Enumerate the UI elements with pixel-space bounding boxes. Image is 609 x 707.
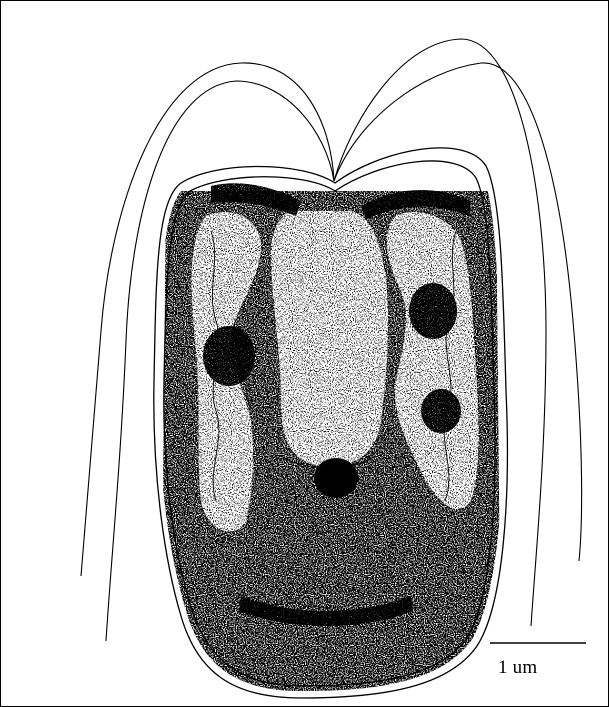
stigma-dark-body bbox=[314, 458, 358, 498]
organelle-left bbox=[203, 326, 255, 386]
cell-interior bbox=[161, 183, 501, 691]
scale-bar-label: 1 um bbox=[498, 657, 537, 679]
organelle-right bbox=[409, 283, 457, 339]
organelle-right-low bbox=[421, 389, 461, 433]
